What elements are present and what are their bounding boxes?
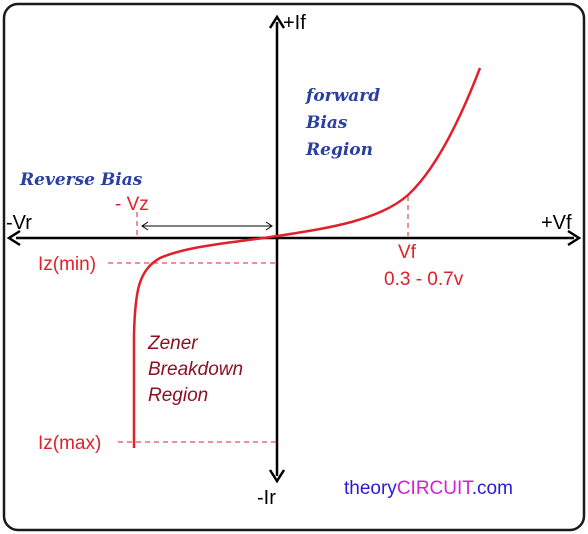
brand-part-1: theory	[344, 478, 397, 499]
vf-label: Vf	[398, 242, 416, 263]
x-axis-left-arrow	[6, 229, 21, 247]
x-axis-right-arrow	[567, 229, 582, 247]
forward-region-line-1: forward	[306, 86, 381, 106]
vf-range-label: 0.3 - 0.7v	[384, 269, 464, 290]
zener-characteristic-curve	[132, 67, 482, 448]
zener-region-line-3: Region	[148, 385, 209, 406]
forward-region-line-3: Region	[306, 140, 373, 160]
vz-label: - Vz	[115, 194, 149, 215]
iz-min-label: Iz(min)	[38, 254, 97, 275]
vz-arrow-left	[141, 221, 149, 231]
forward-region-line-2: Bias	[306, 113, 348, 133]
brand-watermark: theoryCIRCUIT.com	[344, 479, 513, 498]
axis-label-plus-vf: +Vf	[541, 212, 572, 234]
zener-region-line-2: Breakdown	[148, 359, 244, 380]
vz-arrow-right	[265, 221, 273, 231]
y-axis-top-arrow	[268, 14, 286, 29]
axis-label-minus-vr: -Vr	[6, 212, 32, 234]
brand-part-3: .com	[471, 478, 513, 499]
axis-label-minus-ir: -Ir	[257, 487, 276, 509]
axis-label-plus-if: +If	[283, 12, 306, 34]
reverse-bias-label: Reverse Bias	[20, 170, 143, 190]
zener-region-line-1: Zener	[148, 333, 198, 354]
iz-max-label: Iz(max)	[38, 433, 102, 454]
brand-part-2: CIRCUIT	[396, 478, 472, 499]
y-axis-bottom-arrow	[268, 469, 286, 484]
